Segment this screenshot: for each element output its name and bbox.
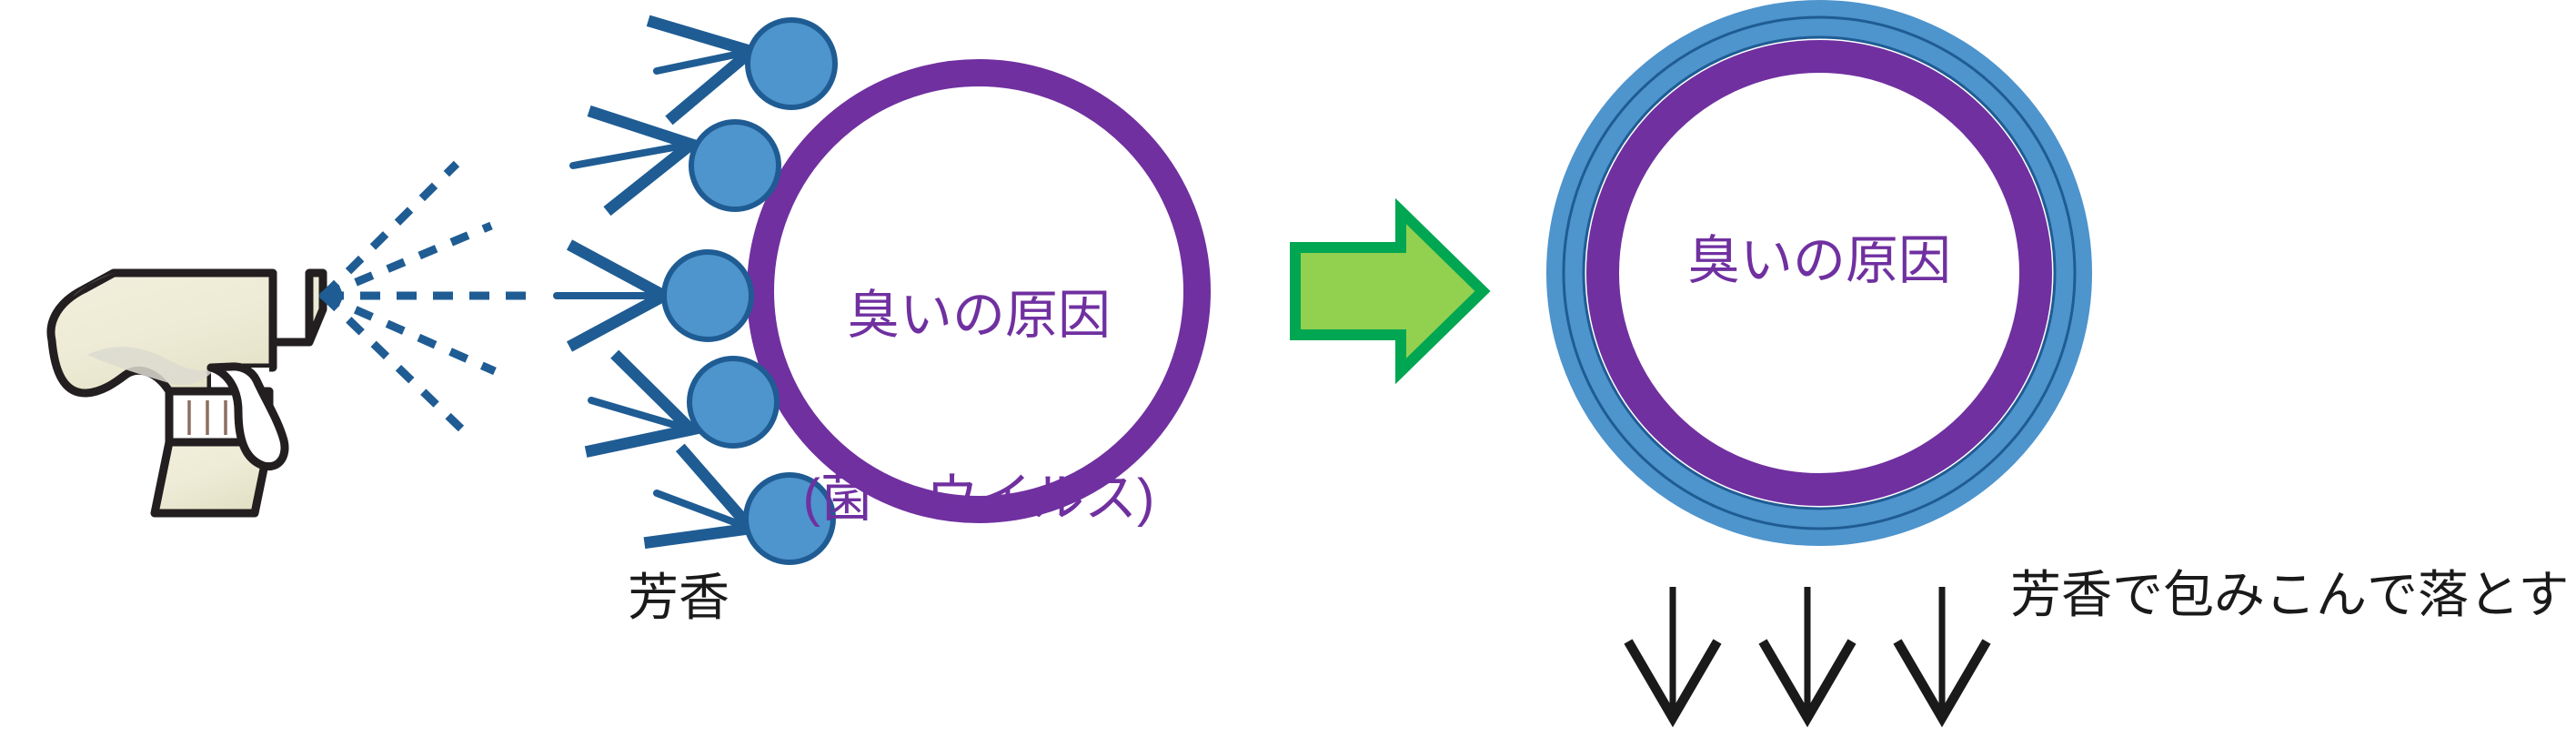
feed-arrow-1 <box>646 15 764 126</box>
drop-arrows <box>1624 587 1991 728</box>
fragrance-particle <box>745 17 838 110</box>
odor-source-label-line1: 臭いの原因 <box>846 285 1111 345</box>
encapsulated-odor-label: 臭いの原因 <box>1686 231 1951 290</box>
right-block-arrow-icon <box>1290 197 1491 385</box>
spray-bottle-icon <box>46 268 327 518</box>
feed-arrow-2 <box>569 105 704 217</box>
odor-source-label-line2: (菌・ウイルス) <box>802 469 1155 529</box>
odor-source-label: 臭いの原因 (菌・ウイルス) <box>770 162 1188 651</box>
fragrance-label: 芳香 <box>628 569 730 626</box>
particle-feed-arrows <box>553 15 764 550</box>
feed-arrow-5 <box>643 443 763 550</box>
odor-source-circle <box>747 59 1211 523</box>
feed-arrow-4 <box>584 349 703 458</box>
fragrance-particle <box>689 119 781 212</box>
fragrance-particle <box>687 356 780 449</box>
fragrance-particle <box>661 249 754 342</box>
fragrance-particles <box>661 17 838 565</box>
result-caption: 芳香で包みこんで落とす <box>2010 566 2570 623</box>
fragrance-shell-inner-outline <box>1582 35 2057 510</box>
encapsulated-odor-circle <box>1586 40 2052 506</box>
spray-rays <box>319 160 535 433</box>
fragrance-particle <box>743 472 836 565</box>
fragrance-shell-outline <box>1562 15 2077 530</box>
